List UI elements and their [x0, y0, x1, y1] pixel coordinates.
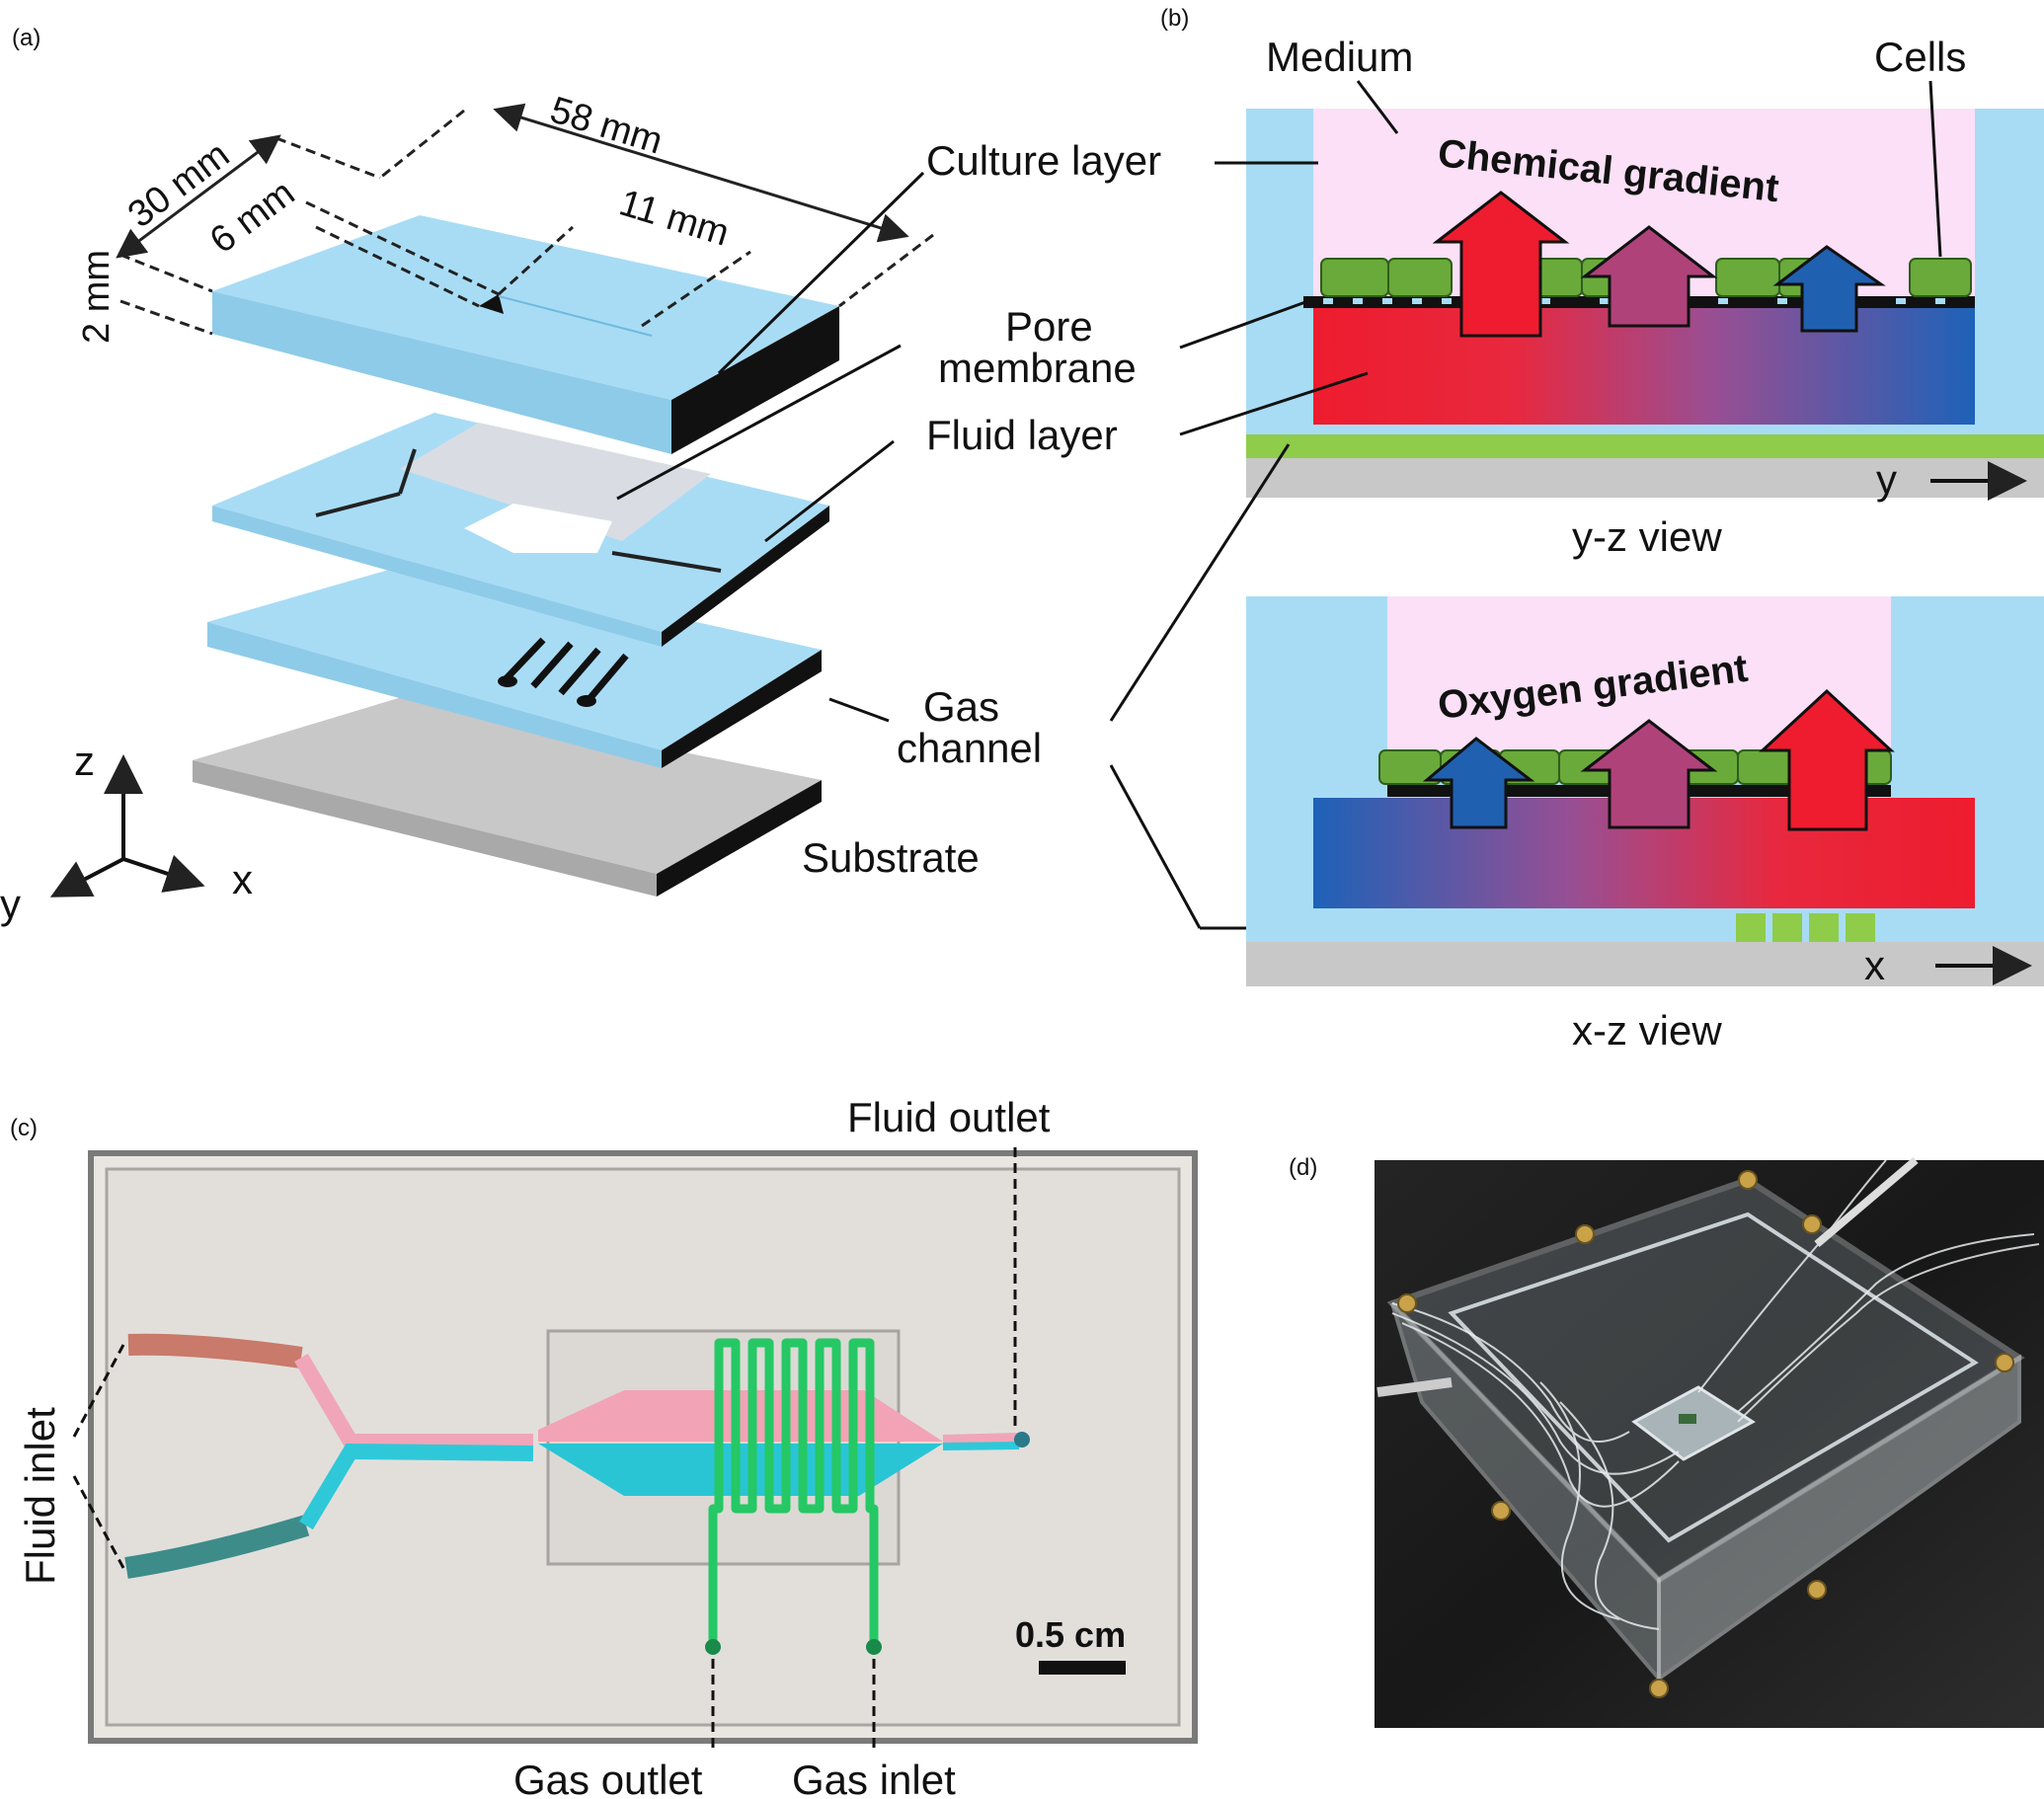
label-channel: channel [897, 725, 1042, 771]
panel-label-b: (b) [1160, 5, 1189, 32]
serpentine-gas-channel [708, 1338, 879, 1645]
thumbscrews [1397, 1170, 2014, 1698]
label-culture-layer: Culture layer [926, 137, 1161, 184]
scale-bar-label: 0.5 cm [1015, 1614, 1126, 1655]
gas-channel-layer [207, 561, 822, 768]
leader-lines-c [72, 1147, 1017, 1748]
gas-serpentine-channels [503, 637, 629, 703]
substrate-layer [193, 696, 822, 897]
connector-left [1376, 1377, 1453, 1397]
tubing [1391, 1159, 2040, 1630]
label-gas: Gas [923, 683, 999, 730]
label-fluid-inlet: Fluid inlet [17, 1407, 63, 1585]
arrow-blue-xz [1422, 737, 1535, 829]
yz-axis-label: y [1876, 456, 1897, 503]
gas-channels-xz [1736, 913, 1875, 942]
gas-port-hole [498, 675, 517, 687]
panel-label-d: (d) [1289, 1154, 1317, 1181]
axis-x-label: x [232, 856, 253, 902]
label-fluid-layer: Fluid layer [926, 412, 1118, 458]
yz-view-caption: y-z view [1572, 513, 1722, 560]
label-gas-inlet: Gas inlet [792, 1757, 956, 1799]
pore-membrane [400, 423, 711, 541]
axis-z-label: z [74, 738, 95, 784]
arrow-magenta-xz [1580, 719, 1718, 829]
arrow-magenta-yz [1580, 225, 1718, 328]
fluid-layer [212, 413, 829, 647]
arrow-blue-yz [1772, 245, 1886, 333]
label-fluid-outlet: Fluid outlet [847, 1094, 1051, 1140]
culture-chamber-slit [479, 294, 504, 314]
chip-photo [0, 0, 1198, 1744]
inlet-tube-top [0, 0, 126, 1592]
fluid-chamber-cutout [464, 504, 612, 553]
scale-bar [1039, 1661, 1126, 1675]
label-pore: Pore [1005, 303, 1093, 350]
arrow-red-yz [1432, 191, 1570, 338]
leader-lines-a [616, 171, 925, 723]
syringe [1814, 1156, 1919, 1248]
dim-thickness-2mm: 2 mm [76, 250, 118, 344]
label-cells: Cells [1874, 34, 1966, 80]
label-gas-outlet: Gas outlet [513, 1757, 703, 1799]
gas-port-hole [577, 695, 596, 707]
axis-triad [49, 754, 205, 898]
xz-view-diagram [1246, 596, 2044, 986]
axis-y-label: y [0, 881, 21, 927]
label-medium: Medium [1266, 34, 1413, 80]
xz-axis-label: x [1864, 942, 1885, 988]
label-substrate: Substrate [802, 834, 980, 881]
xz-view-caption: x-z view [1572, 1007, 1722, 1054]
culture-layer [212, 215, 839, 454]
dimension-lines [116, 103, 934, 336]
panel-label-a: (a) [12, 25, 40, 51]
label-membrane: membrane [938, 345, 1137, 391]
yz-view-diagram [1246, 109, 2044, 498]
arrow-red-xz [1759, 688, 1895, 831]
panel-label-c: (c) [10, 1115, 38, 1141]
